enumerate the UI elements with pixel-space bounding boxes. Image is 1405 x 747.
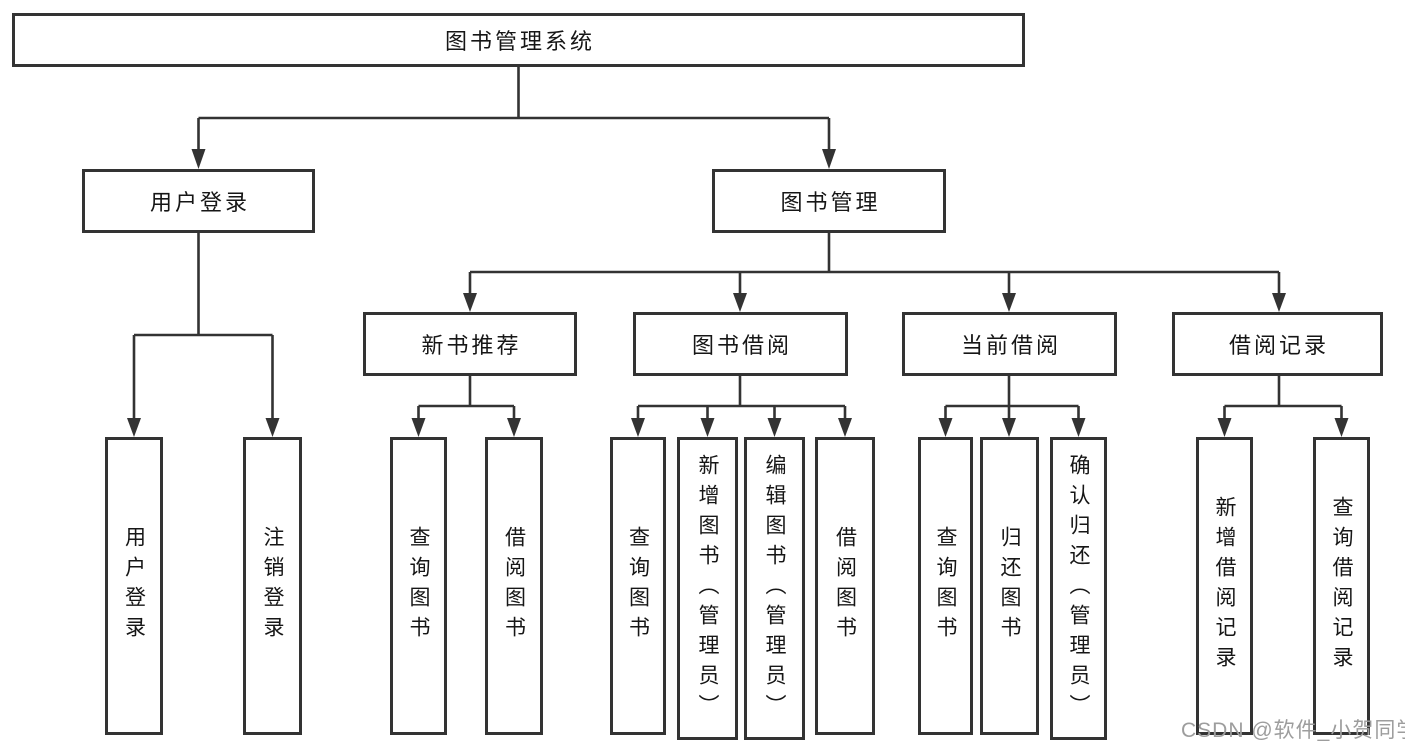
- node-new-book-recommend: 新书推荐: [363, 312, 577, 376]
- arrowheads-current-borrow: [938, 418, 1086, 437]
- leaf-borrow-books-recommend: 借阅图书: [485, 437, 543, 735]
- node-library-management-system: 图书管理系统: [12, 13, 1025, 67]
- arrowheads-user-login: [127, 418, 280, 437]
- leaf-label: 借阅图书: [502, 526, 526, 646]
- leaf-label: 用户登录: [122, 526, 146, 646]
- leaf-label: 借阅图书: [833, 526, 857, 646]
- leaf-label: 编辑图书（管理员）: [763, 453, 786, 724]
- leaf-label: 确认归还（管理员）: [1067, 453, 1090, 724]
- node-label: 用户登录: [149, 190, 250, 215]
- node-label: 借阅记录: [1228, 333, 1329, 358]
- leaf-query-books-borrow: 查询图书: [610, 437, 666, 735]
- leaf-confirm-return-admin: 确认归还（管理员）: [1050, 437, 1107, 740]
- node-book-management: 图书管理: [712, 169, 946, 233]
- leaf-label: 查询图书: [934, 526, 957, 646]
- leaf-user-login: 用户登录: [105, 437, 163, 735]
- leaf-query-books-recommend: 查询图书: [390, 437, 447, 735]
- leaf-edit-book-admin: 编辑图书（管理员）: [744, 437, 805, 740]
- node-label: 当前借阅: [960, 333, 1061, 358]
- leaf-query-borrow-record: 查询借阅记录: [1313, 437, 1370, 735]
- node-book-borrow: 图书借阅: [633, 312, 848, 376]
- leaf-query-books-current: 查询图书: [918, 437, 973, 735]
- connector-current-borrow-children: [944, 376, 1080, 419]
- leaf-add-borrow-record: 新增借阅记录: [1196, 437, 1253, 735]
- connector-new-book-recommend-children: [417, 376, 516, 419]
- leaf-label: 查询借阅记录: [1330, 496, 1353, 676]
- arrowheads-borrow-records: [1217, 418, 1349, 437]
- connector-root-to-level2: [197, 66, 831, 151]
- leaf-add-book-admin: 新增图书（管理员）: [677, 437, 738, 740]
- csdn-watermark: CSDN @软件_小贺同学: [1181, 719, 1405, 742]
- node-user-login: 用户登录: [82, 169, 315, 233]
- node-label: 图书借阅: [691, 333, 792, 358]
- node-label: 新书推荐: [421, 333, 522, 358]
- arrowheads-book-borrow: [631, 418, 852, 437]
- connector-user-login-children: [132, 233, 274, 419]
- arrowheads-root: [191, 149, 836, 169]
- node-label: 图书管理: [780, 190, 881, 215]
- leaf-borrow-books: 借阅图书: [815, 437, 875, 735]
- leaf-label: 新增图书（管理员）: [696, 453, 719, 724]
- node-label: 图书管理系统: [444, 29, 595, 54]
- connector-book-management-to-level3: [468, 233, 1281, 294]
- leaf-return-book: 归还图书: [980, 437, 1039, 735]
- leaf-label: 查询图书: [626, 526, 650, 646]
- node-current-borrow: 当前借阅: [902, 312, 1117, 376]
- leaf-label: 新增借阅记录: [1213, 496, 1236, 676]
- arrowheads-new-book-recommend: [411, 418, 521, 437]
- leaf-label: 归还图书: [998, 526, 1021, 646]
- connector-borrow-records-children: [1223, 376, 1343, 419]
- connector-book-borrow-children: [636, 376, 847, 419]
- leaf-label: 注销登录: [261, 526, 284, 646]
- arrowheads-level3: [463, 293, 1286, 312]
- leaf-label: 查询图书: [407, 526, 430, 646]
- leaf-logout: 注销登录: [243, 437, 302, 735]
- node-borrow-records: 借阅记录: [1172, 312, 1383, 376]
